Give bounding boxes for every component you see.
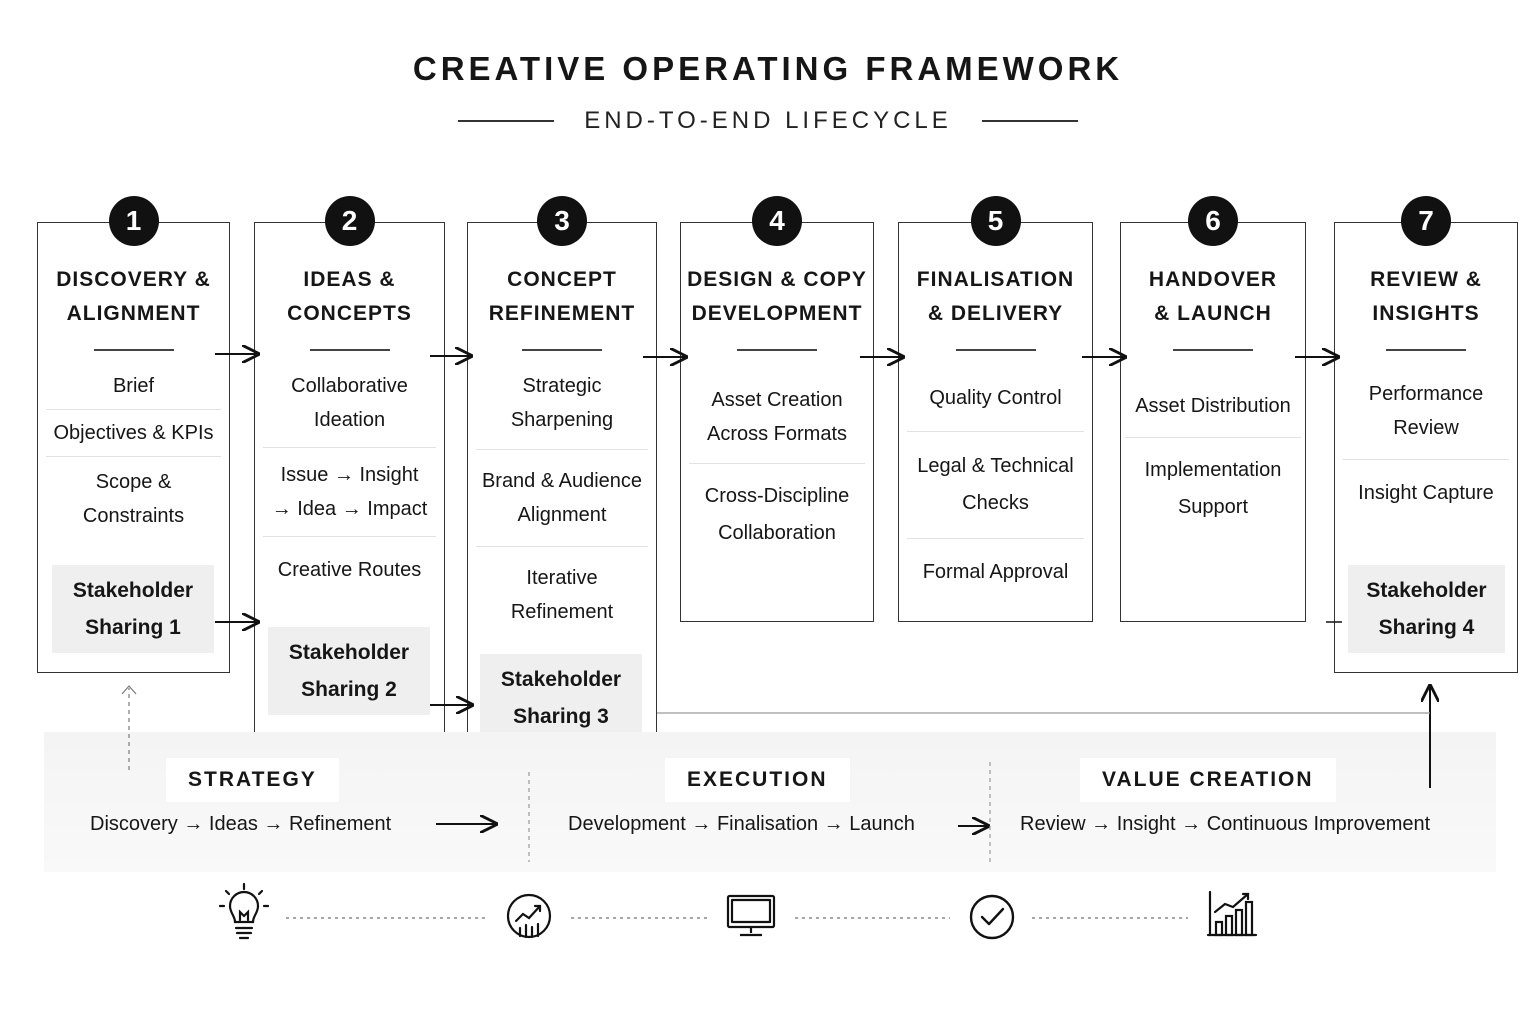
stage-divider (93, 349, 174, 351)
subtitle-rule-left (458, 120, 555, 122)
stage-item: Asset Creation Across Formats (689, 383, 865, 464)
stage-title: FINALISATION & DELIVERY (916, 268, 1075, 325)
stage-2-ideas-concepts: 2 IDEAS & CONCEPTS Collaborative Ideatio… (254, 196, 445, 737)
stage-item: Brand & Audience Alignment (476, 450, 648, 547)
subtitle-row: END-TO-END LIFECYCLE (0, 106, 1536, 136)
stage-item: Collaborative Ideation (263, 369, 436, 448)
monitor-icon (726, 894, 776, 937)
stage-items: Asset Creation Across Formats Cross-Disc… (689, 383, 865, 566)
stage-item: Implementation Support (1144, 459, 1282, 518)
stage-6-handover-launch: 6 HANDOVER & LAUNCH Asset Distribution I… (1120, 196, 1306, 622)
stage-number-badge: 3 (537, 196, 587, 246)
stage-item: Iterative Refinement (510, 567, 614, 623)
phase-label-execution: EXECUTION (665, 758, 850, 802)
stage-title: DESIGN & COPY DEVELOPMENT (687, 268, 867, 325)
stage-3-concept-refinement: 3 CONCEPT REFINEMENT Strategic Sharpenin… (467, 196, 657, 765)
stage-items: Collaborative Ideation Issue → Insight →… (263, 369, 436, 595)
stage-4-design-copy-development: 4 DESIGN & COPY DEVELOPMENT Asset Creati… (680, 196, 874, 622)
stage-item: Issue → Insight → Idea → Impact (263, 448, 436, 537)
stage-title: IDEAS & CONCEPTS (287, 268, 412, 325)
stage-number-badge: 1 (108, 196, 159, 246)
stage-items: Brief Objectives & KPIs Scope & Constrai… (46, 369, 221, 537)
phase-flow-execution: Development → Finalisation → Launch (568, 813, 915, 835)
page-subtitle: END-TO-END LIFECYCLE (584, 107, 952, 134)
stage-items: Asset Distribution Implementation Suppor… (1125, 389, 1301, 540)
stage-item: Brief (46, 369, 221, 410)
stage-divider (1173, 349, 1253, 351)
stage-item: Quality Control (907, 381, 1084, 432)
stage-divider (737, 349, 817, 351)
stage-items: Quality Control Legal & Technical Checks… (907, 381, 1084, 605)
stakeholder-sharing-box: Stakeholder Sharing 1 (52, 565, 214, 653)
stage-item: Performance Review (1343, 377, 1509, 460)
feedback-up-stage-1-head (121, 685, 137, 695)
phase-label-strategy: STRATEGY (166, 758, 339, 802)
stage-item: Asset Distribution (1125, 389, 1301, 438)
stage-title: DISCOVERY & ALIGNMENT (56, 268, 211, 325)
bar-chart-icon (1206, 890, 1258, 937)
stage-7-review-insights: 7 REVIEW & INSIGHTS Performance Review I… (1334, 196, 1518, 673)
stage-5-finalisation-delivery: 5 FINALISATION & DELIVERY Quality Contro… (898, 196, 1093, 622)
lightbulb-icon (218, 882, 270, 940)
phase-flow-strategy: Discovery → Ideas → Refinement (90, 813, 392, 835)
stage-item: Strategic Sharpening (476, 369, 648, 450)
stage-number-badge: 2 (324, 196, 375, 246)
stage-item: Cross-Discipline Collaboration (704, 485, 850, 544)
stage-item: Creative Routes (277, 559, 422, 581)
stage-number-badge: 7 (1401, 196, 1451, 246)
stakeholder-sharing-box: Stakeholder Sharing 4 (1348, 565, 1505, 653)
phase-band (44, 732, 1496, 872)
stage-number-badge: 5 (970, 196, 1021, 246)
phase-flow-value-creation: Review → Insight → Continuous Improvemen… (1020, 813, 1431, 835)
stage-title: REVIEW & INSIGHTS (1370, 268, 1482, 325)
stage-divider (309, 349, 390, 351)
stakeholder-sharing-box: Stakeholder Sharing 3 (480, 654, 642, 742)
stage-title: HANDOVER & LAUNCH (1148, 268, 1278, 325)
stage-items: Strategic Sharpening Brand & Audience Al… (476, 369, 648, 635)
stage-number-badge: 6 (1188, 196, 1238, 246)
stage-item: Formal Approval (922, 561, 1069, 583)
stage-title: CONCEPT REFINEMENT (488, 268, 636, 325)
phase-label-value-creation: VALUE CREATION (1080, 758, 1336, 802)
subtitle-rule-right (981, 120, 1078, 122)
checkmark-icon (969, 894, 1015, 940)
page-title: CREATIVE OPERATING FRAMEWORK (412, 50, 1124, 87)
stage-divider (1386, 349, 1466, 351)
stage-item: Insight Capture (1358, 482, 1494, 504)
stage-item: Scope & Constraints (82, 471, 185, 527)
stage-divider (955, 349, 1036, 351)
stage-number-badge: 4 (752, 196, 802, 246)
stage-1-discovery-alignment: 1 DISCOVERY & ALIGNMENT Brief Objectives… (37, 196, 230, 673)
stage-item: Legal & Technical Checks (907, 432, 1084, 539)
stage-divider (522, 349, 602, 351)
stakeholder-sharing-box: Stakeholder Sharing 2 (268, 627, 430, 715)
stage-item: Objectives & KPIs (46, 410, 221, 457)
stage-items: Performance Review Insight Capture (1343, 377, 1509, 528)
growth-chart-icon (506, 893, 552, 939)
